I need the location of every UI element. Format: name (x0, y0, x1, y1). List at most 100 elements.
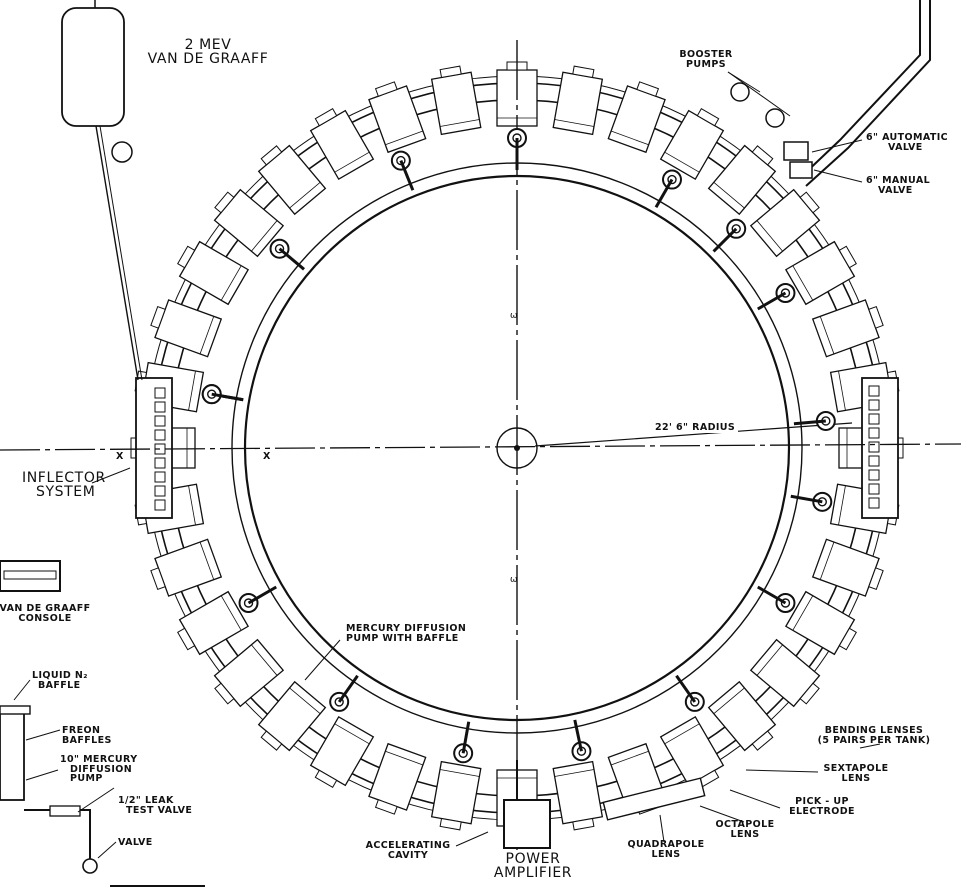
mercury-pump (453, 721, 474, 764)
magnet-block (368, 742, 427, 815)
magnet-block-divider (251, 220, 278, 252)
magnet-block-divider (610, 130, 649, 146)
inflector-element (154, 415, 166, 427)
magnet-block-tab (314, 769, 338, 788)
mercury-pump (507, 128, 527, 170)
pump-neck (757, 291, 787, 311)
magnet-block-divider (385, 130, 424, 146)
pump-neck (757, 585, 787, 605)
magnet-block-tab (696, 108, 720, 127)
quadrapole-lens-label: QUADRAPOLE LENS (627, 839, 705, 860)
roughing-pipe (799, 0, 921, 179)
magnet-block-tab (838, 245, 857, 269)
mercury-pump (793, 410, 836, 431)
magnet-block-divider (439, 119, 480, 127)
magnet-block (309, 108, 375, 181)
inflector-element (154, 471, 166, 483)
magnet-block-divider (838, 370, 846, 411)
roughing-pipe-2 (805, 0, 931, 187)
leader-leak-valve (77, 787, 115, 813)
inflector-element (154, 499, 166, 511)
magnet-block (430, 65, 482, 136)
mercury-pump (712, 218, 747, 253)
inflector-element (868, 385, 880, 397)
magnet-block-tab (150, 567, 166, 591)
magnet-block-body (607, 85, 666, 154)
magnet-block-divider (199, 541, 215, 580)
magnet-block-tab (374, 799, 398, 815)
magnet-block-tab (751, 730, 774, 751)
magnet-block-divider (792, 265, 814, 301)
inflector-element (868, 441, 880, 453)
foreline-valve (82, 858, 98, 874)
automatic-valve-body (783, 141, 809, 161)
pump-neck (793, 419, 826, 426)
magnet-block (659, 715, 725, 788)
power-amplifier-box (503, 799, 551, 849)
auxiliary-equipment (0, 0, 931, 887)
pump-neck (461, 721, 471, 754)
magnet-block-divider (819, 541, 835, 580)
leader-lines (13, 71, 881, 859)
leader-sextapole (745, 769, 819, 773)
magnet-block-tab (799, 682, 820, 705)
magnet-block-tab (150, 305, 166, 329)
magnet-block (552, 65, 604, 136)
radius-label: 22' 6" RADIUS (652, 423, 739, 433)
magnet-block-divider (664, 723, 700, 745)
bending-lenses-label: BENDING LENSES (5 PAIRS PER TANK) (817, 725, 931, 746)
inflector-element (868, 399, 880, 411)
manual-valve-label: 6" MANUAL VALVE (866, 175, 931, 196)
magnet-block-divider (756, 220, 783, 252)
van-de-graaff-port (111, 141, 133, 163)
diffusion-pump-cap (0, 705, 31, 715)
magnet-block (257, 680, 327, 752)
magnet-block-body (430, 760, 482, 825)
magnet-block (784, 240, 857, 306)
magnet-block-body (430, 71, 482, 136)
magnet-block-body (552, 760, 604, 825)
freon-baffles-label: FREON BAFFLES (62, 725, 112, 746)
magnet-block-divider (713, 687, 745, 714)
magnet-block-tab (838, 627, 857, 651)
inflector-element (154, 387, 166, 399)
mercury-pump (201, 384, 244, 405)
pump-neck (399, 160, 415, 191)
diffusion-pump-body (0, 709, 25, 801)
mercury-10-pump-label: 10" MERCURY DIFFUSION PUMP (60, 754, 138, 784)
magnet-block (707, 680, 777, 752)
magnet-block-tab (374, 81, 398, 97)
pump-stations (201, 128, 836, 764)
leader-bending (859, 743, 881, 749)
magnet-block (811, 299, 884, 358)
magnet-block-tab (751, 145, 774, 166)
magnet-block-tab (439, 65, 462, 79)
magnet-block-body (154, 538, 223, 597)
leader-manual-valve (813, 169, 863, 183)
magnet-block (368, 81, 427, 154)
leader-mercury-pump (304, 639, 341, 681)
magnet-block-tab (177, 627, 196, 651)
inflector-element (868, 497, 880, 509)
mercury-pump (675, 674, 705, 712)
inflector-housing (861, 377, 899, 519)
inflector-element (868, 469, 880, 481)
mercury-pump (571, 719, 592, 762)
accelerating-cavity-label: ACCELERATING CAVITY (365, 840, 451, 861)
lens-cluster (602, 777, 706, 821)
leader-liquid-n2 (13, 679, 31, 701)
magnet-block (707, 144, 777, 216)
leader-inflector (91, 467, 131, 484)
magnet-block-body (811, 299, 880, 358)
mercury-pump (238, 585, 277, 613)
magnet-block-body (154, 299, 223, 358)
magnet-block-tab (572, 65, 595, 79)
magnet-block-divider (792, 595, 814, 631)
inflector-element (868, 427, 880, 439)
van-de-graaff-tank (61, 7, 125, 127)
pump-neck (790, 494, 823, 504)
inflector-element (154, 457, 166, 469)
magnet-block (150, 538, 223, 597)
sextapole-lens-label: SEXTAPOLE LENS (823, 763, 889, 784)
